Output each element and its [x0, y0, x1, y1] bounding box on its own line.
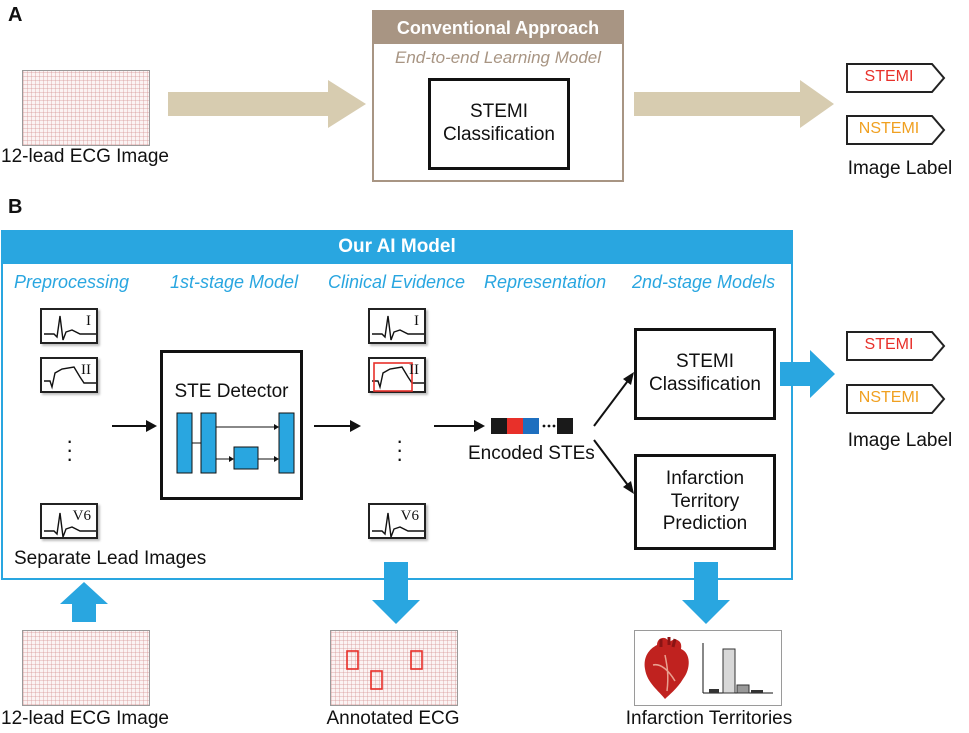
annotated-ecg-label: Annotated ECG	[326, 708, 460, 729]
evidence-lead-v6-label: V6	[400, 508, 419, 524]
arrow-to-representation	[434, 420, 485, 432]
stage-first-model: 1st-stage Model	[170, 272, 299, 292]
ai-model-title: Our AI Model	[1, 230, 793, 264]
lead-ii-label: II	[81, 362, 91, 378]
stage-representation: Representation	[484, 272, 607, 292]
stemi-box-line2: Classification	[649, 374, 761, 395]
bottom-ecg-image	[22, 630, 150, 706]
arrow-to-conventional	[168, 80, 366, 128]
lead-v6-label: V6	[72, 508, 91, 524]
bottom-ecg-label: 12-lead ECG Image	[1, 708, 169, 729]
ste-detector-box: STE Detector	[160, 350, 303, 500]
stage-second-models: 2nd-stage Models	[632, 272, 776, 292]
lead-i-label: I	[86, 313, 91, 329]
image-label-b: Image Label	[847, 430, 953, 451]
evidence-lead-ii-label: II	[409, 362, 419, 378]
vertical-ellipsis-evidence: ···	[396, 428, 404, 471]
annotation-boxes	[346, 650, 423, 690]
lead-v6-image: V6	[40, 503, 98, 539]
blue-arrow-down-annotated	[372, 562, 420, 624]
nstemi-tag-text: NSTEMI	[858, 120, 920, 137]
nstemi-tag-b-text: NSTEMI	[858, 389, 920, 406]
nstemi-tag-a: NSTEMI	[846, 115, 946, 145]
blue-arrow-to-label	[780, 350, 835, 398]
separate-lead-images-label: Separate Lead Images	[14, 548, 207, 569]
annotated-ecg-image	[330, 630, 458, 706]
evidence-lead-v6-image: V6	[368, 503, 426, 539]
infarction-box-line1: Infarction	[665, 467, 745, 489]
infarction-territories-image	[634, 630, 782, 706]
encoded-stes-vector	[491, 418, 573, 434]
infarction-territories-label: Infarction Territories	[625, 708, 793, 729]
lead-i-image: I	[40, 308, 98, 344]
panel-a-letter: A	[8, 4, 23, 26]
heart-icon	[644, 637, 689, 699]
arrow-to-ste-detector	[112, 420, 157, 432]
panel-b-letter: B	[8, 196, 23, 218]
evidence-lead-ii-image: II	[368, 357, 426, 393]
stage-clinical-evidence: Clinical Evidence	[328, 272, 466, 292]
infarction-box-line2: Territory	[670, 490, 740, 512]
lead-ii-image: II	[40, 357, 98, 393]
arrow-to-clinical-evidence	[314, 420, 361, 432]
inner-box-line1: STEMI	[469, 101, 529, 123]
vertical-ellipsis-leads: ···	[66, 428, 74, 471]
inner-box-line2: Classification	[443, 124, 555, 145]
ecg-image-label: 12-lead ECG Image	[1, 146, 169, 167]
stemi-tag-a: STEMI	[846, 63, 946, 93]
blue-arrow-down-territories	[682, 562, 730, 624]
arrow-to-image-label	[634, 80, 834, 128]
unet-diagram	[176, 412, 295, 474]
evidence-lead-i-image: I	[368, 308, 426, 344]
stemi-tag-text: STEMI	[864, 68, 914, 85]
stemi-tag-b-text: STEMI	[864, 336, 914, 353]
branch-arrows	[593, 372, 634, 494]
encoded-stes-label: Encoded STEs	[468, 443, 595, 464]
stemi-box-line1: STEMI	[675, 351, 735, 373]
ste-detector-label: STE Detector	[174, 381, 289, 402]
stage-preprocessing: Preprocessing	[14, 272, 130, 292]
image-label-a: Image Label	[847, 158, 953, 179]
evidence-lead-i-label: I	[414, 313, 419, 329]
conventional-approach-title: Conventional Approach	[374, 12, 622, 44]
territory-bar-chart-icon	[702, 643, 773, 694]
end-to-end-subtitle: End-to-end Learning Model	[394, 48, 602, 67]
infarction-box-line3: Prediction	[662, 513, 748, 535]
conventional-approach-box: Conventional Approach End-to-end Learnin…	[372, 10, 624, 182]
nstemi-tag-b: NSTEMI	[846, 384, 946, 414]
blue-arrow-up-input	[60, 582, 108, 622]
stemi-tag-b: STEMI	[846, 331, 946, 361]
ecg-image-thumbnail	[22, 70, 150, 146]
